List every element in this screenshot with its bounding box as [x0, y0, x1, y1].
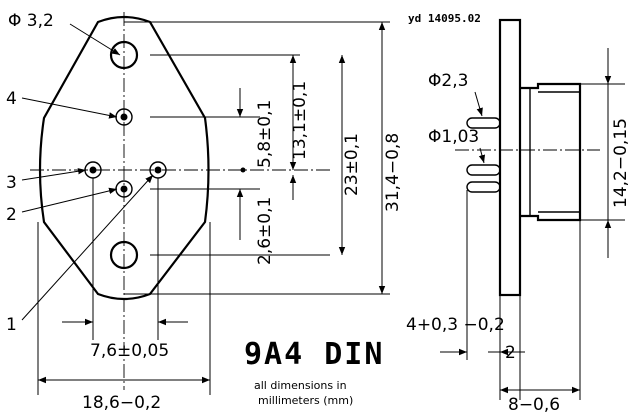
side-pin-bottom: [466, 181, 501, 193]
leader-line: [69, 23, 121, 56]
leader-line: [21, 174, 154, 321]
leader-line: [478, 147, 486, 164]
dim-total-depth: 8−0,6: [508, 395, 560, 415]
pin-label-4: 4: [6, 89, 17, 109]
leader-line: [474, 91, 483, 117]
pin-label-2: 2: [6, 205, 17, 225]
dim-hole-spacing: 23±0,1: [342, 133, 362, 196]
side-view: Φ2,3 Φ1,03 14,2−0,15 4+0,3 −0,2 2 8−0,6: [406, 18, 631, 415]
hole-diameter-label: Φ 3,2: [8, 11, 54, 31]
units-note-line1: all dimensions in: [254, 379, 347, 392]
pin-diam-large: Φ2,3: [428, 71, 468, 91]
side-pin-top: [466, 117, 501, 129]
side-pin-mid: [466, 164, 501, 176]
pin-diam-small: Φ1,03: [428, 127, 479, 147]
flange-plate: [498, 18, 522, 297]
can-body: [520, 82, 582, 222]
center-point: [240, 167, 246, 173]
pin-label-3: 3: [6, 173, 17, 193]
units-note-line2: millimeters (mm): [258, 394, 353, 407]
dim-total-length: 31,4−0,8: [383, 133, 403, 212]
reference-number: yd 14095.02: [408, 12, 481, 25]
front-view: Φ 3,2 4 3 2 1 5,8±0,1 2,6±0,1 13,1±0,1 2…: [6, 11, 403, 413]
dim-pin4-to-hole: 13,1±0,1: [290, 81, 310, 160]
dim-pin-offset: 2,6±0,1: [255, 197, 275, 265]
leader-line: [21, 97, 118, 119]
dim-pin-spacing: 5,8±0,1: [255, 100, 275, 168]
pin-label-1: 1: [6, 315, 17, 335]
leader-line: [21, 187, 118, 213]
dim-can-height: 14,2−0,15: [611, 118, 631, 208]
drawing-title: 9A4 DIN: [244, 337, 384, 372]
dim-flange: 2: [505, 343, 516, 363]
dim-pin-length: 4+0,3 −0,2: [406, 315, 505, 335]
leader-line: [21, 168, 87, 181]
dim-pin-row: 7,6±0,05: [90, 341, 169, 361]
dim-width: 18,6−0,2: [82, 393, 161, 413]
